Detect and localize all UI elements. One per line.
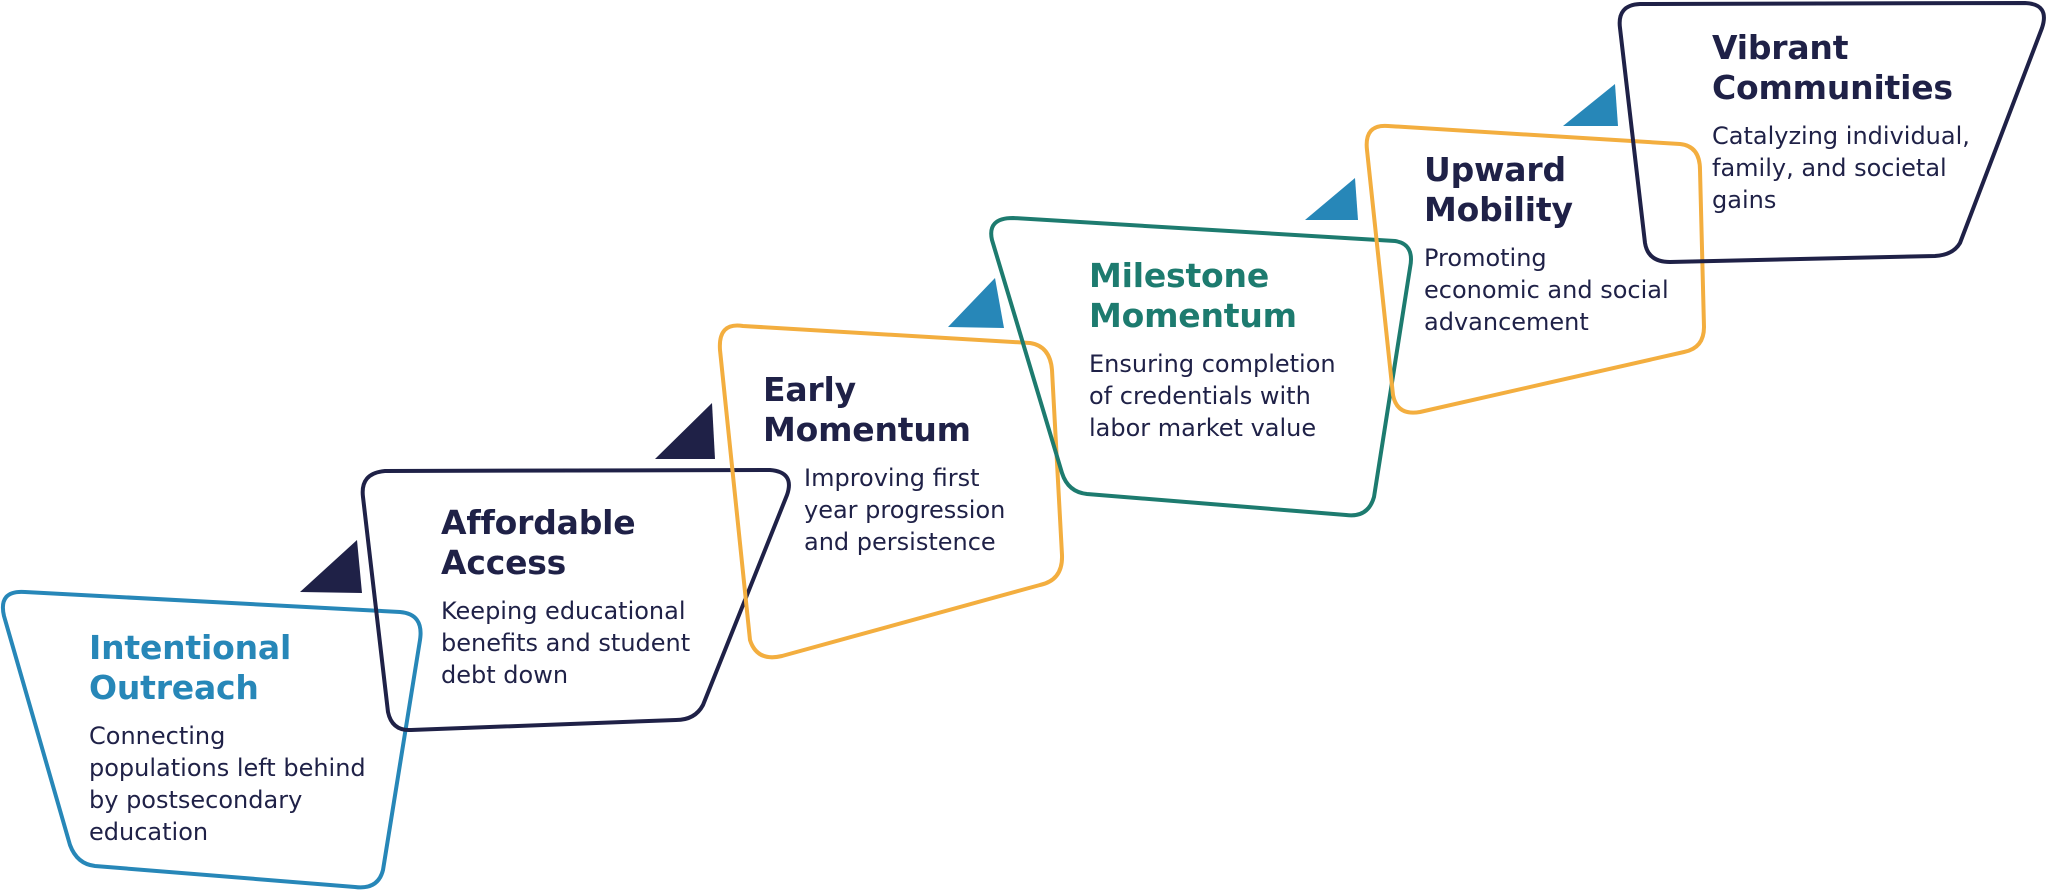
connector-arrow-icon [1563, 84, 1618, 126]
step-desc-line: Ensuring completion [1089, 350, 1336, 378]
step-outline-upward-mobility [1364, 123, 1706, 415]
connector-arrow-icon [948, 278, 1004, 328]
step-affordable-access: Affordable Access Keeping educational be… [441, 503, 690, 691]
step-desc-line: Improving first [804, 464, 980, 492]
step-desc-line: of credentials with [1089, 382, 1311, 410]
step-title: Vibrant Communities [1712, 28, 1970, 108]
step-upward-mobility: Upward Mobility Promoting economic and s… [1424, 150, 1669, 338]
step-desc-line: Catalyzing individual, [1712, 122, 1970, 150]
step-desc-line: advancement [1424, 308, 1589, 336]
step-title-line: Momentum [763, 410, 971, 449]
step-title: Early Momentum [763, 370, 1005, 450]
connector-arrow-icon [300, 540, 362, 593]
step-desc-line: gains [1712, 186, 1777, 214]
step-desc-line: populations left behind [89, 754, 366, 782]
step-desc-line: and persistence [804, 528, 996, 556]
step-description: Ensuring completion of credentials with … [1089, 348, 1336, 444]
step-title-line: Access [441, 543, 567, 582]
step-desc-line: Connecting [89, 722, 226, 750]
step-title: Affordable Access [441, 503, 690, 583]
step-title-line: Vibrant [1712, 28, 1849, 67]
step-desc-line: Promoting [1424, 244, 1547, 272]
step-desc-line: benefits and student [441, 629, 691, 657]
step-title: Intentional Outreach [89, 628, 366, 708]
step-title: Milestone Momentum [1089, 256, 1336, 336]
step-description: Keeping educational benefits and student… [441, 595, 690, 691]
connector-arrow-icon [655, 403, 715, 459]
step-description: Catalyzing individual, family, and socie… [1712, 120, 1970, 216]
step-desc-line: Keeping educational [441, 597, 686, 625]
step-desc-line: education [89, 818, 209, 846]
step-title-line: Milestone [1089, 256, 1270, 295]
step-outline-vibrant-communities [1617, 1, 2046, 264]
step-description: Promoting economic and social advancemen… [1424, 242, 1669, 338]
step-title-line: Upward [1424, 150, 1566, 189]
step-outline-early-momentum [717, 323, 1065, 660]
step-title-line: Affordable [441, 503, 636, 542]
step-description: Connecting populations left behind by po… [89, 720, 366, 848]
step-desc-line: economic and social [1424, 276, 1669, 304]
step-desc-line: year progression [804, 496, 1006, 524]
step-milestone-momentum: Milestone Momentum Ensuring completion o… [1089, 256, 1336, 444]
step-title: Upward Mobility [1424, 150, 1669, 230]
step-desc-line: by postsecondary [89, 786, 303, 814]
step-intentional-outreach: Intentional Outreach Connecting populati… [89, 628, 366, 848]
step-outline-intentional-outreach [1, 589, 423, 890]
step-title-line: Intentional [89, 628, 292, 667]
step-title-line: Mobility [1424, 190, 1573, 229]
step-vibrant-communities: Vibrant Communities Catalyzing individua… [1712, 28, 1970, 216]
step-title-line: Communities [1712, 68, 1953, 107]
step-outline-affordable-access [360, 468, 791, 733]
step-title-line: Outreach [89, 668, 259, 707]
connector-arrow-icon [1305, 178, 1358, 220]
step-early-momentum: Early Momentum Improving first year prog… [763, 370, 1005, 558]
step-outline-milestone-momentum [989, 216, 1413, 518]
step-title-line: Early [763, 370, 856, 409]
step-title-line: Momentum [1089, 296, 1297, 335]
step-desc-line: labor market value [1089, 414, 1317, 442]
step-desc-line: debt down [441, 661, 569, 689]
step-desc-line: family, and societal [1712, 154, 1947, 182]
step-description: Improving first year progression and per… [804, 462, 1005, 558]
